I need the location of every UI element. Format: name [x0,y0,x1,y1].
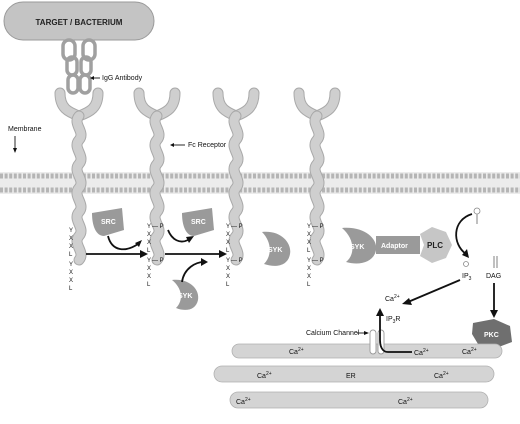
membrane: Membrane [0,126,520,194]
syk-kinase-1: SYK [172,279,199,310]
svg-text:X: X [147,240,151,246]
svg-text:PKC: PKC [484,332,499,339]
svg-text:L: L [147,282,151,288]
ca-label-cytosol: Ca2+ [385,294,400,303]
svg-text:L: L [226,248,230,254]
ca-label-er-2: Ca2+ [462,347,477,356]
svg-text:Y: Y [226,258,230,264]
svg-text:SRC: SRC [191,219,206,226]
src-kinase-1: SRC [92,208,124,236]
svg-text:Y: Y [226,224,230,230]
ca-label-er-6: Ca2+ [398,397,413,406]
svg-text:— P: — P [312,224,324,230]
src-binding-arrow [107,235,139,251]
fc-receptor-label: Fc Receptor [188,142,227,149]
fc-receptor-4: Y — P X X L Y — P X X L [293,87,341,288]
svg-text:SYK: SYK [268,247,282,254]
svg-text:L: L [307,282,311,288]
syk-kinase-3 [342,227,377,264]
svg-text:Y: Y [69,228,73,234]
svg-text:L: L [69,252,73,258]
svg-text:L: L [69,286,73,292]
target-label: TARGET / BACTERIUM [36,18,123,27]
svg-text:— P: — P [152,224,164,230]
svg-text:Y: Y [147,258,151,264]
svg-text:X: X [226,266,230,272]
svg-text:Y: Y [69,262,73,268]
src-kinase-2: SRC [182,208,214,236]
ca-label-channel: Ca2+ [414,348,429,357]
svg-text:SYK: SYK [178,293,192,300]
dag-label: DAG [486,273,501,280]
svg-text:Y: Y [147,224,151,230]
svg-text:X: X [226,240,230,246]
syk-binding-arrow [181,261,205,283]
svg-text:PLC: PLC [427,241,443,250]
syk-kinase-2: SYK [262,231,291,266]
svg-text:X: X [307,266,311,272]
svg-text:X: X [69,278,73,284]
svg-text:L: L [147,248,151,254]
svg-text:L: L [226,282,230,288]
svg-text:X: X [147,232,151,238]
svg-text:X: X [226,232,230,238]
fc-receptor-1: Y X X L Y X X L [54,87,104,292]
svg-text:X: X [226,274,230,280]
svg-text:Y: Y [307,224,311,230]
svg-text:— P: — P [152,258,164,264]
er-label: ER [346,373,356,380]
syk-adaptor-plc-complex: SYK Adaptor PLC [342,227,452,264]
bacterium-shape [3,1,155,41]
svg-text:X: X [69,236,73,242]
calcium-channel-label: Calcium Channel [306,330,360,337]
igg-antibody: IgG Antibody [61,38,143,95]
pip2-cleavage [455,207,498,268]
endoplasmic-reticulum: Ca2+ Ca2+ Ca2+ ER Ca2+ Ca2+ Ca2+ [213,343,503,409]
svg-text:X: X [69,270,73,276]
ca-label-er-5: Ca2+ [236,397,251,406]
ca-label-er-3: Ca2+ [257,371,272,380]
fc-receptor-3: Y — P X X L Y — P X X L [212,87,260,288]
target-bacterium: TARGET / BACTERIUM [3,1,155,41]
svg-text:SYK: SYK [350,244,364,251]
svg-text:— P: — P [312,258,324,264]
svg-text:SRC: SRC [101,219,116,226]
svg-text:X: X [147,274,151,280]
svg-text:— P: — P [231,258,243,264]
adaptor-protein [376,236,420,254]
membrane-label: Membrane [8,126,42,133]
svg-text:Y: Y [307,258,311,264]
svg-text:L: L [307,248,311,254]
pkc-kinase: PKC [472,319,512,348]
svg-text:— P: — P [231,224,243,230]
svg-text:X: X [307,274,311,280]
svg-text:X: X [147,266,151,272]
fc-receptor-2: Y — P X X L Y — P X X L [133,87,181,288]
antibody-label: IgG Antibody [102,75,143,82]
calcium-channel: Ca2+ IP3R Calcium Channel [306,308,429,357]
ip3-release-arrow [407,279,461,303]
ip3r-label: IP3R [386,316,400,325]
svg-text:X: X [307,232,311,238]
ip3-label: IP3 [462,273,472,282]
ca-label-er-1: Ca2+ [289,347,304,356]
svg-text:Adaptor: Adaptor [381,243,408,250]
svg-text:X: X [69,244,73,250]
svg-text:X: X [307,240,311,246]
ca-label-er-4: Ca2+ [434,371,449,380]
src-release-arrow [167,229,189,243]
plc-enzyme [420,227,452,263]
